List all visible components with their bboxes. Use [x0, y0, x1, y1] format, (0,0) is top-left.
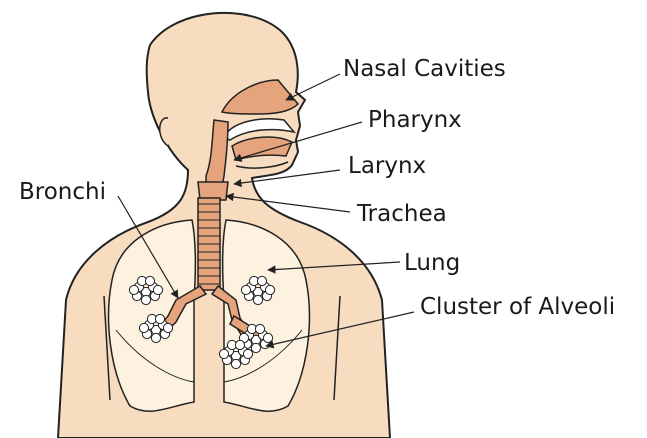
alveolus — [219, 349, 228, 358]
alveolus — [243, 349, 252, 358]
alveolus — [235, 340, 244, 349]
label-pharynx: Pharynx — [368, 107, 462, 133]
label-bronchi: Bronchi — [19, 179, 106, 205]
alveolus — [139, 323, 148, 332]
alveolus — [253, 295, 262, 304]
alveolus — [241, 285, 250, 294]
alveolus — [163, 323, 172, 332]
label-larynx: Larynx — [348, 153, 426, 179]
alveolus — [255, 324, 264, 333]
ear — [160, 118, 168, 146]
label-cluster-of-alveoli: Cluster of Alveoli — [420, 294, 615, 320]
alveolus — [129, 285, 138, 294]
label-lung: Lung — [404, 250, 460, 276]
alveolus — [251, 343, 260, 352]
label-trachea: Trachea — [357, 201, 447, 227]
label-nasal-cavities: Nasal Cavities — [343, 56, 506, 82]
alveolus — [231, 359, 240, 368]
alveolus — [263, 333, 272, 342]
alveolus — [141, 295, 150, 304]
alveolus — [155, 314, 164, 323]
alveolus — [151, 333, 160, 342]
alveolus — [265, 285, 274, 294]
alveolus — [145, 276, 154, 285]
alveolus — [153, 285, 162, 294]
alveolus — [257, 276, 266, 285]
